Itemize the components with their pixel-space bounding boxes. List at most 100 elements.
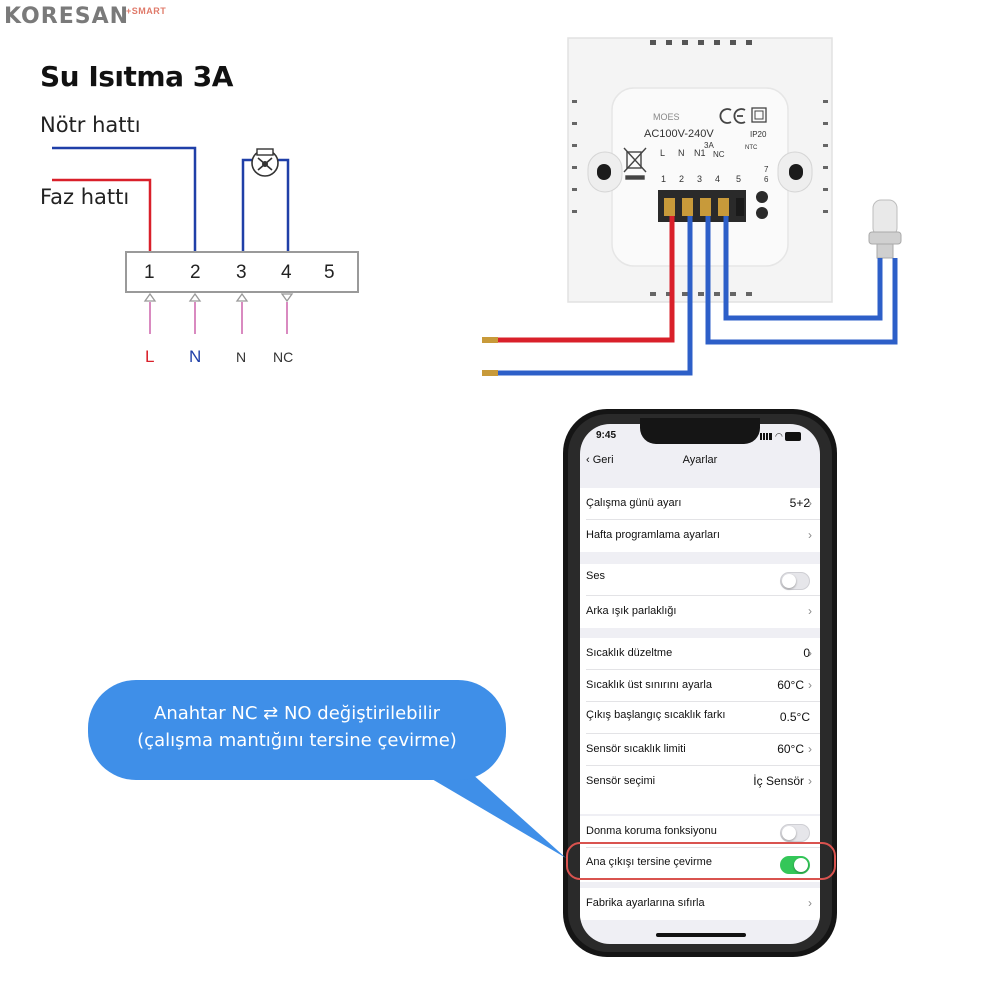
- chevron-right-icon: ›: [808, 604, 812, 618]
- recycle-bin-icon: [623, 147, 647, 180]
- chevron-right-icon: ›: [808, 896, 812, 910]
- terminal-number: 3: [236, 262, 247, 283]
- reverse-output-toggle[interactable]: [780, 856, 810, 874]
- chevron-right-icon: ›: [808, 678, 812, 692]
- setting-row-week-program[interactable]: Hafta programlama ayarları ›: [580, 520, 820, 552]
- setting-label: Arka ışık parlaklığı: [586, 605, 677, 617]
- terminal-number: 1: [144, 262, 155, 283]
- phase-wire: [52, 178, 152, 252]
- terminal-number-row: 1 2 3 4 5: [126, 262, 358, 284]
- device-terminal-num: 5: [736, 174, 742, 184]
- setting-label: Sıcaklık üst sınırını ayarla: [586, 679, 712, 691]
- setting-value: 5+2: [789, 496, 810, 510]
- pink-leads: [149, 302, 288, 334]
- nav-title: Ayarlar: [682, 454, 718, 466]
- device-terminal-label-n1: N1: [694, 148, 706, 158]
- chevron-right-icon: ›: [808, 774, 812, 788]
- terminal-number: 5: [324, 262, 335, 283]
- device-terminal-num: 4: [715, 174, 721, 184]
- setting-row-sensor-limit[interactable]: Sensör sıcaklık limiti 60°C ›: [580, 734, 820, 766]
- device-terminal-num: 2: [679, 174, 685, 184]
- back-label: Geri: [592, 454, 614, 466]
- callout-bubble: [88, 680, 506, 780]
- frost-protection-toggle[interactable]: [780, 824, 810, 842]
- setting-label: Çıkış başlangıç sıcaklık farkı: [586, 709, 726, 721]
- device-blue-wire-3: [723, 216, 883, 321]
- chevron-right-icon: ›: [808, 646, 812, 660]
- setting-label: Çalışma günü ayarı: [586, 497, 682, 509]
- setting-row-sensor-select[interactable]: Sensör seçimi İç Sensör ›: [580, 766, 820, 798]
- setting-label: Sensör sıcaklık limiti: [586, 743, 686, 755]
- neutral-wire: [52, 146, 197, 252]
- brand-suffix: +SMART: [126, 6, 167, 16]
- setting-label: Sıcaklık düzeltme: [586, 647, 673, 659]
- setting-value: İç Sensör: [753, 774, 804, 788]
- top-vents: [650, 40, 752, 45]
- setting-label: Hafta programlama ayarları: [586, 529, 720, 541]
- valve-icon: [251, 148, 279, 177]
- terminal-name-l: L: [145, 347, 155, 366]
- device-voltage: AC100V-240V: [644, 128, 714, 140]
- terminal-block: [125, 251, 359, 293]
- setting-row-temp-upper-limit[interactable]: Sıcaklık üst sınırını ayarla 60°C ›: [580, 670, 820, 702]
- terminal-name-n1: N: [236, 349, 247, 365]
- setting-row-reverse-output: Ana çıkışı tersine çevirme: [580, 848, 820, 880]
- phone-notch: [640, 418, 760, 444]
- terminal-name-n: N: [189, 347, 202, 366]
- callout-line-1: Anahtar NC ⇄ NO değiştirilebilir: [154, 703, 440, 724]
- settings-group: [580, 564, 820, 628]
- device-terminal-label-l: L: [660, 148, 666, 158]
- brand-logo: KORESAN: [4, 4, 130, 29]
- terminal-number: 4: [281, 262, 292, 283]
- setting-value: 0: [803, 646, 810, 660]
- setting-label: Fabrika ayarlarına sıfırla: [586, 897, 705, 909]
- setting-value: 0.5°C: [779, 710, 810, 724]
- device-blue-wire-2: [705, 216, 898, 345]
- highlight-outline: [566, 842, 836, 880]
- ce-mark-icon: [719, 107, 767, 124]
- settings-group: [580, 488, 820, 552]
- setting-row-temp-correction[interactable]: Sıcaklık düzeltme 0 ›: [580, 638, 820, 670]
- setting-label: Donma koruma fonksiyonu: [586, 825, 717, 837]
- setting-row-working-days[interactable]: Çalışma günü ayarı 5+2 ›: [580, 488, 820, 520]
- setting-row-output-diff[interactable]: Çıkış başlangıç sıcaklık farkı 0.5°C: [580, 702, 820, 734]
- status-time: 9:45: [596, 430, 617, 441]
- setting-label: Sensör seçimi: [586, 775, 656, 787]
- device-ntc-label: NTC: [745, 145, 758, 151]
- setting-row-sound: Ses: [580, 564, 820, 596]
- setting-label: Ana çıkışı tersine çevirme: [586, 856, 712, 868]
- setting-value: 60°C: [777, 742, 804, 756]
- chevron-left-icon: ‹: [586, 454, 593, 466]
- callout-text: Anahtar NC ⇄ NO değiştirilebilir (çalışm…: [88, 700, 506, 754]
- chevron-right-icon: ›: [808, 742, 812, 756]
- device-current: 3A: [704, 141, 714, 150]
- device-terminal-label-nc: NC: [713, 150, 725, 159]
- signal-icon: [760, 433, 772, 440]
- chevron-right-icon: ›: [808, 528, 812, 542]
- device-terminal-label-n: N: [678, 148, 685, 158]
- wiring-diagram: MOES: [52, 37, 902, 376]
- page-title: Su Isıtma 3A: [40, 60, 233, 93]
- setting-row-factory-reset[interactable]: Fabrika ayarlarına sıfırla ›: [580, 888, 820, 920]
- setting-row-backlight[interactable]: Arka ışık parlaklığı ›: [580, 596, 820, 628]
- bottom-vents: [650, 292, 752, 296]
- device-terminal-num: 1: [661, 174, 667, 184]
- settings-group: [580, 888, 820, 920]
- settings-group: [580, 638, 820, 814]
- terminal-arrows: [143, 292, 294, 303]
- callout-line-2: (çalışma mantığını tersine çevirme): [137, 730, 457, 751]
- device-red-wire: [488, 216, 675, 343]
- back-button[interactable]: ‹ Geri: [586, 454, 614, 466]
- neutral-line-label: Nötr hattı: [40, 113, 141, 137]
- device-ntc-pin: 7: [764, 165, 769, 174]
- thermostat-back-plate: MOES: [482, 37, 902, 376]
- battery-icon: [785, 432, 801, 441]
- terminal-name-nc: NC: [273, 349, 294, 365]
- sound-toggle[interactable]: [780, 572, 810, 590]
- ntc-sensor: [868, 199, 902, 259]
- status-icons: ◠: [760, 431, 801, 441]
- device-ntc-pin: 6: [764, 175, 769, 184]
- phone-screen: 9:45 ◠ ‹ Geri Ayarlar Çalışma günü ayarı…: [580, 424, 820, 944]
- wifi-icon: ◠: [775, 431, 783, 441]
